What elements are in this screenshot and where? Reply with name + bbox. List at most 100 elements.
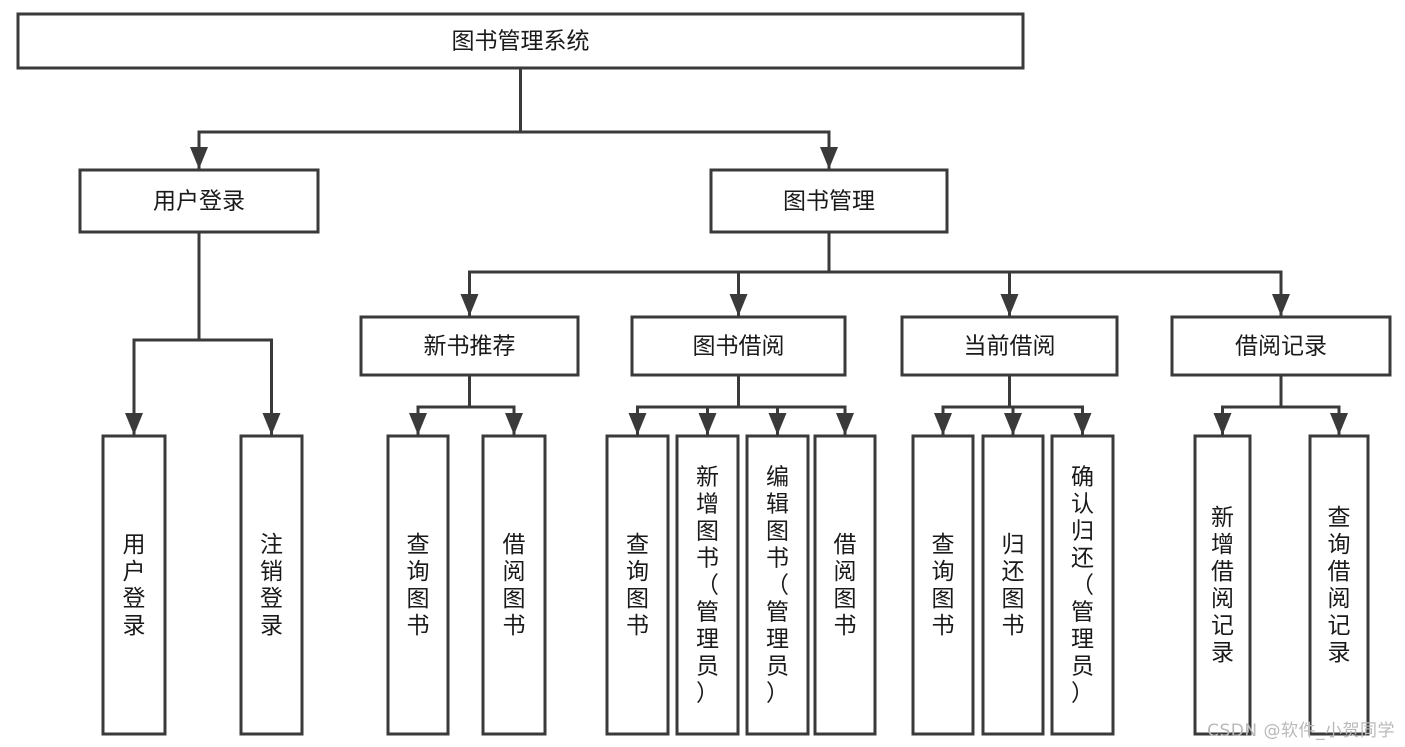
- node-leaf-query-book-1-label-char: 询: [407, 559, 430, 585]
- link-book-manage-arrow-2: [1000, 294, 1019, 316]
- connector-layer: [125, 66, 1348, 436]
- node-leaf-add-book-label-char: ）: [696, 681, 719, 707]
- node-borrow-record-box: [1170, 315, 1392, 377]
- node-leaf-user-login: 用户登录: [101, 434, 167, 736]
- node-leaf-borrow-book-1-label-char: 书: [503, 613, 526, 639]
- node-leaf-confirm-return-label-char: 员: [1071, 654, 1094, 680]
- node-leaf-borrow-book-2-label-char: 图: [834, 586, 857, 612]
- node-user-login-label: 用户登录: [153, 189, 245, 215]
- node-leaf-add-record-label-char: 增: [1211, 532, 1234, 558]
- node-book-manage-box: [709, 168, 949, 234]
- node-borrow-record-label: 借阅记录: [1235, 334, 1327, 360]
- node-leaf-return-book-label-char: 图: [1002, 586, 1025, 612]
- node-leaf-add-book-label-char: 理: [696, 627, 719, 653]
- node-new-book-recommend-box: [359, 315, 580, 377]
- node-leaf-add-book-label-char: 书: [696, 546, 719, 572]
- node-leaf-edit-book-box: [745, 434, 810, 736]
- link-borrow-record-arrow-1: [1330, 413, 1348, 435]
- node-current-borrow: 当前借阅: [900, 315, 1119, 377]
- node-leaf-query-book-1-box: [386, 434, 450, 736]
- node-leaf-edit-book-label-char: 图: [766, 519, 789, 545]
- node-leaf-query-record-label-char: 查: [1328, 505, 1351, 531]
- node-leaf-user-login-box: [101, 434, 167, 736]
- link-book-borrow-arrow-2: [768, 413, 787, 435]
- node-book-borrow-label: 图书借阅: [693, 334, 785, 360]
- node-leaf-user-login-label-char: 用: [123, 532, 146, 558]
- node-leaf-add-book-label-char: 员: [696, 654, 719, 680]
- link-user-login-arrow-0: [125, 413, 143, 435]
- node-book-manage-label: 图书管理: [783, 189, 875, 215]
- node-leaf-user-login-label-char: 户: [123, 559, 146, 585]
- node-leaf-add-book-label-char: 图: [696, 519, 719, 545]
- link-user-login-arrow-1: [262, 413, 281, 435]
- node-leaf-add-record-label-char: 录: [1211, 640, 1234, 666]
- node-leaf-query-record-label-char: 记: [1328, 613, 1351, 639]
- node-book-borrow-box: [630, 315, 847, 377]
- node-leaf-add-record-label-char: 新: [1211, 505, 1234, 531]
- node-root-label: 图书管理系统: [452, 29, 590, 55]
- node-leaf-user-logout-label-char: 注: [260, 532, 283, 558]
- node-leaf-confirm-return-label-char: （: [1071, 573, 1094, 599]
- node-book-manage: 图书管理: [709, 168, 949, 234]
- node-root-box: [16, 12, 1025, 70]
- link-book-borrow-arrow-1: [698, 413, 717, 435]
- link-book-manage-arrow-3: [1272, 294, 1290, 316]
- node-leaf-edit-book-label-char: 书: [766, 546, 789, 572]
- node-leaf-borrow-book-2-box: [813, 434, 877, 736]
- node-leaf-edit-book-label-char: 管: [766, 600, 789, 626]
- node-leaf-return-book-label-char: 还: [1002, 559, 1025, 585]
- node-leaf-confirm-return-label-char: 理: [1071, 627, 1094, 653]
- node-leaf-user-logout-label-char: 录: [260, 613, 283, 639]
- node-leaf-user-login-label-char: 登: [123, 586, 146, 612]
- link-current-borrow-arrow-2: [1073, 413, 1092, 435]
- node-leaf-user-logout-box: [239, 434, 304, 736]
- link-book-manage-arrow-1: [729, 294, 748, 316]
- node-leaf-edit-book-label-char: （: [766, 573, 789, 599]
- node-leaf-add-record-label-char: 阅: [1211, 586, 1234, 612]
- node-leaf-add-book-box: [675, 434, 740, 736]
- node-leaf-edit-book-label-char: ）: [766, 681, 789, 707]
- node-leaf-return-book-label-char: 书: [1002, 613, 1025, 639]
- node-current-borrow-box: [900, 315, 1119, 377]
- node-leaf-borrow-book-1-label-char: 图: [503, 586, 526, 612]
- node-leaf-edit-book-label-char: 编: [766, 465, 789, 491]
- node-layer: 图书管理系统用户登录图书管理新书推荐图书借阅当前借阅借阅记录用户登录注销登录查询…: [16, 12, 1392, 736]
- node-leaf-query-book-2-label-char: 书: [626, 613, 649, 639]
- node-leaf-confirm-return-label-char: 归: [1071, 519, 1094, 545]
- node-leaf-add-book-label-char: 新: [696, 465, 719, 491]
- node-leaf-query-record-label-char: 阅: [1328, 586, 1351, 612]
- node-leaf-query-book-3-label-char: 书: [932, 613, 955, 639]
- link-book-manage-arrow-0: [460, 294, 479, 316]
- watermark-text: CSDN @软件_小贺同学: [1207, 721, 1395, 741]
- node-leaf-add-book-label-char: （: [696, 573, 719, 599]
- node-leaf-confirm-return-label-char: 确: [1071, 465, 1094, 491]
- node-leaf-borrow-book-2-label-char: 阅: [834, 559, 857, 585]
- link-book-borrow-arrow-0: [628, 413, 647, 435]
- link-book-borrow-arrow-3: [836, 413, 854, 435]
- link-current-borrow-arrow-0: [934, 413, 952, 435]
- node-leaf-borrow-book-1-label-char: 借: [503, 532, 526, 558]
- node-leaf-user-logout-label-char: 登: [260, 586, 283, 612]
- node-leaf-query-book-1-label-char: 书: [407, 613, 430, 639]
- node-leaf-query-book-3-label-char: 查: [932, 532, 955, 558]
- node-leaf-add-record-label-char: 借: [1211, 559, 1234, 585]
- node-leaf-query-record-box: [1308, 434, 1370, 736]
- link-new-book-recommend-arrow-0: [409, 413, 427, 435]
- node-leaf-edit-book-label-char: 理: [766, 627, 789, 653]
- node-borrow-record: 借阅记录: [1170, 315, 1392, 377]
- node-leaf-query-book-3-label-char: 询: [932, 559, 955, 585]
- node-user-login: 用户登录: [78, 168, 320, 234]
- node-leaf-borrow-book-2-label-char: 书: [834, 613, 857, 639]
- link-root-arrow-1: [820, 147, 838, 169]
- node-leaf-query-book-1-label-char: 图: [407, 586, 430, 612]
- node-current-borrow-label: 当前借阅: [964, 334, 1056, 360]
- node-leaf-borrow-book-1-box: [481, 434, 547, 736]
